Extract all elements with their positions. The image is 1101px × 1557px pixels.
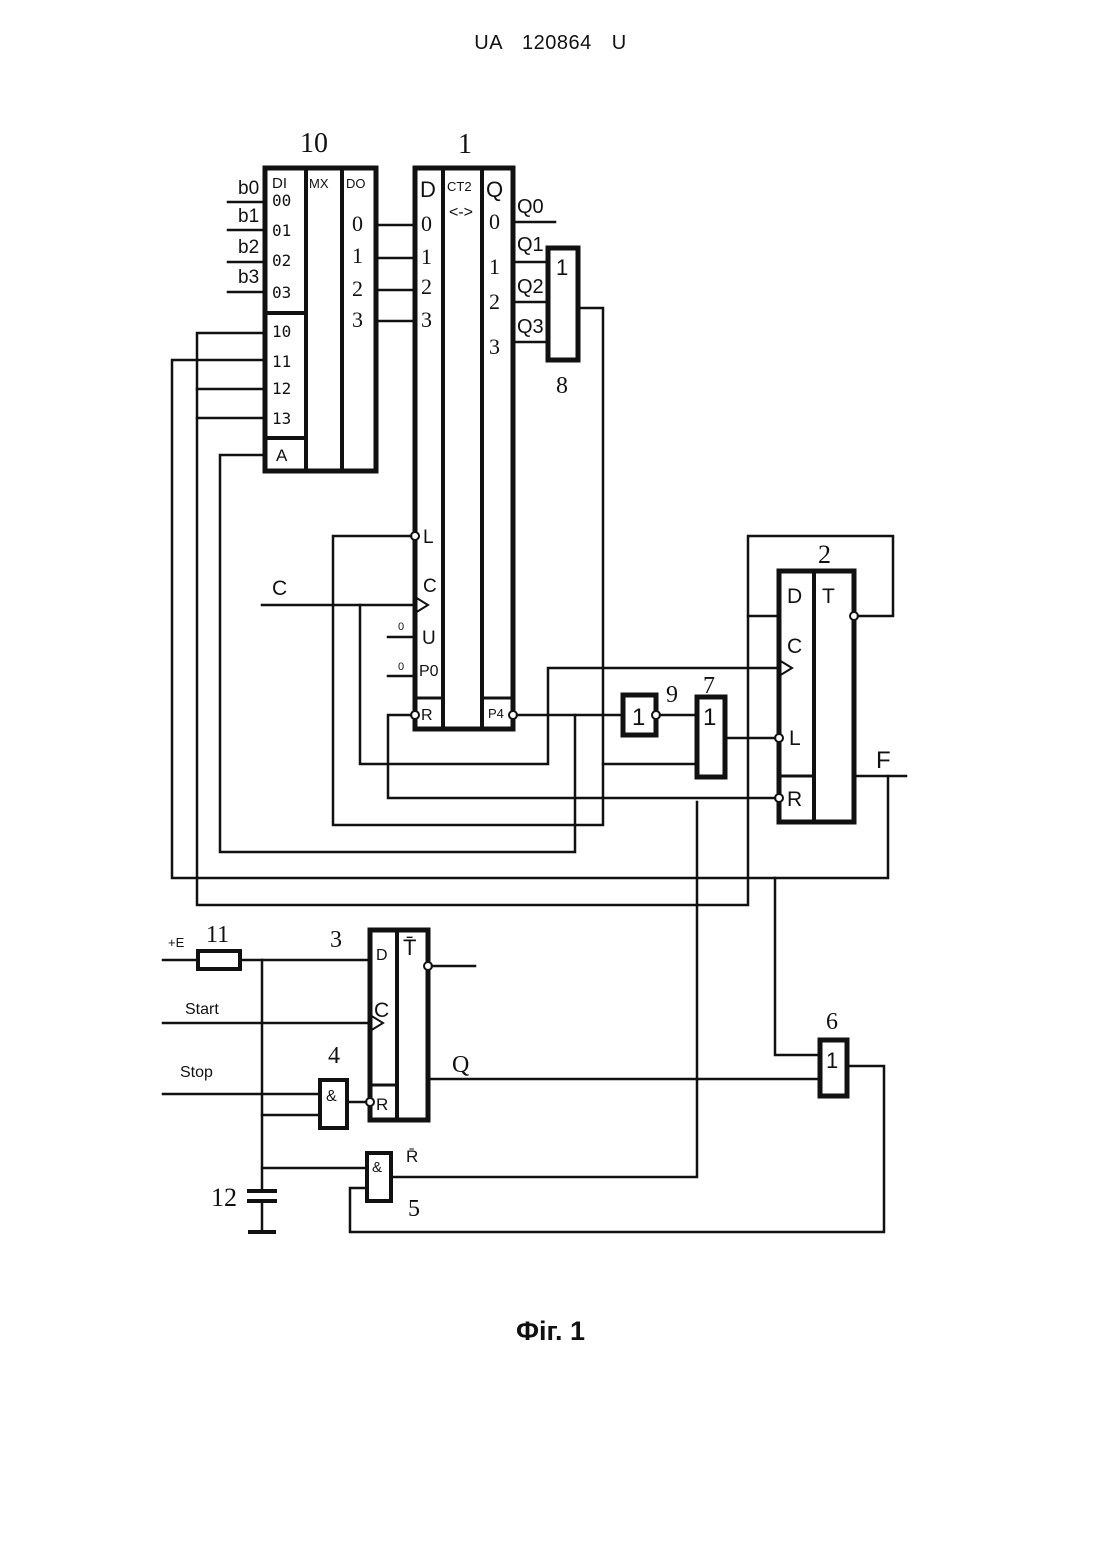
counter-q2: 2: [489, 289, 500, 314]
mux-input-11: 11: [272, 352, 291, 371]
output-f-label: F: [876, 747, 891, 774]
b2-label: b2: [238, 237, 259, 258]
trigger2-c-pin: C: [787, 635, 802, 658]
counter-type-label: CT2: [447, 179, 472, 194]
capacitor-number: 12: [211, 1183, 237, 1212]
counter-q-label: Q: [486, 177, 503, 202]
mux-output-1: 1: [352, 243, 363, 268]
svg-text:1: 1: [703, 704, 716, 731]
b3-label: b3: [238, 267, 259, 288]
mux-mx-label: MX: [309, 176, 329, 191]
mux-input-03: 03: [272, 283, 291, 302]
q0-label: Q0: [517, 196, 544, 218]
counter-q1: 1: [489, 254, 500, 279]
capacitor-12: 12: [211, 960, 275, 1232]
mux-input-12: 12: [272, 379, 291, 398]
trigger2-l-pin: L: [789, 727, 801, 750]
mux-input-10: 10: [272, 322, 291, 341]
counter-q3: 3: [489, 334, 500, 359]
trigger3-number: 3: [330, 927, 342, 953]
mux-output-0: 0: [352, 211, 363, 236]
counter-p4-pin: P4: [488, 706, 504, 721]
svg-text:&: &: [372, 1159, 382, 1176]
or-gate-7: 1 7: [697, 673, 725, 777]
or6-number: 6: [826, 1009, 838, 1035]
or8-number: 8: [556, 373, 568, 399]
and4-number: 4: [328, 1043, 340, 1069]
supply-label: +E: [168, 935, 185, 950]
mux-input-13: 13: [272, 409, 291, 428]
resistor-number: 11: [206, 922, 229, 948]
mux-input-00: 00: [272, 191, 291, 210]
mux-to-counter-bus: [376, 225, 415, 321]
counter-d3: 3: [421, 307, 432, 332]
inverter-9: 1 9: [623, 682, 678, 735]
clock-c-label: C: [272, 577, 287, 600]
and-gate-4: & 4: [262, 1043, 366, 1128]
counter-q0: 0: [489, 209, 500, 234]
q3-label: Q3: [517, 316, 544, 338]
mux-input-02: 02: [272, 251, 291, 270]
and-gate-5: & 5 R̄: [262, 1147, 420, 1222]
trigger2-r-pin: R: [787, 788, 802, 811]
or7-number: 7: [703, 673, 715, 699]
mux-do-label: DO: [346, 176, 366, 191]
mux-di-label: DI: [272, 175, 287, 192]
q2-label: Q2: [517, 276, 544, 298]
trigger2-t-label: T: [822, 585, 835, 608]
counter-d2: 2: [421, 274, 432, 299]
start-label: Start: [185, 1001, 219, 1018]
counter-block: 1 D CT2 <-> Q 0 1 2 3 0 1 2 3 L C U P0 R…: [388, 129, 517, 729]
counter-r-pin: R: [421, 707, 433, 724]
svg-text:1: 1: [556, 255, 568, 280]
figure-caption: Фіг. 1: [0, 1316, 1101, 1347]
multiplexer-block: 10 DI MX DO 00 01 02 03 10 11 12 13 A 0 …: [228, 128, 376, 471]
trigger2-number: 2: [818, 540, 831, 569]
tie-zero-u: 0: [398, 621, 404, 633]
trigger3-d-pin: D: [376, 947, 388, 964]
counter-d1: 1: [421, 244, 432, 269]
tie-zero-p0: 0: [398, 661, 404, 673]
counter-p0-pin: P0: [419, 663, 439, 680]
trigger2-d-pin: D: [787, 585, 802, 608]
mux-address-label: A: [276, 446, 288, 465]
counter-d0: 0: [421, 211, 432, 236]
mux-number: 10: [300, 128, 328, 159]
trigger3-r-pin: R: [376, 1095, 388, 1114]
q-output-label: Q: [452, 1052, 469, 1078]
b0-label: b0: [238, 178, 259, 199]
counter-d-label: D: [420, 177, 436, 202]
svg-text:1: 1: [632, 704, 645, 731]
counter-direction-label: <->: [449, 204, 473, 221]
stop-label: Stop: [180, 1064, 213, 1081]
r-bar-label: R̄: [406, 1147, 418, 1166]
trigger3-tbar-label: T̄: [403, 935, 416, 960]
svg-text:&: &: [326, 1088, 337, 1105]
q1-label: Q1: [517, 234, 544, 256]
and5-number: 5: [408, 1196, 420, 1222]
mux-output-2: 2: [352, 276, 363, 301]
mux-input-01: 01: [272, 221, 291, 240]
counter-u-pin: U: [422, 628, 436, 649]
b1-label: b1: [238, 206, 259, 227]
inv9-number: 9: [666, 682, 678, 708]
trigger-2-block: 2 D C L R T: [775, 540, 858, 822]
svg-text:1: 1: [826, 1048, 838, 1073]
counter-number: 1: [458, 129, 472, 160]
counter-c-pin: C: [423, 576, 437, 597]
or-gate-8: 1 8: [548, 248, 578, 399]
mux-output-3: 3: [352, 307, 363, 332]
counter-l-pin: L: [423, 527, 434, 548]
